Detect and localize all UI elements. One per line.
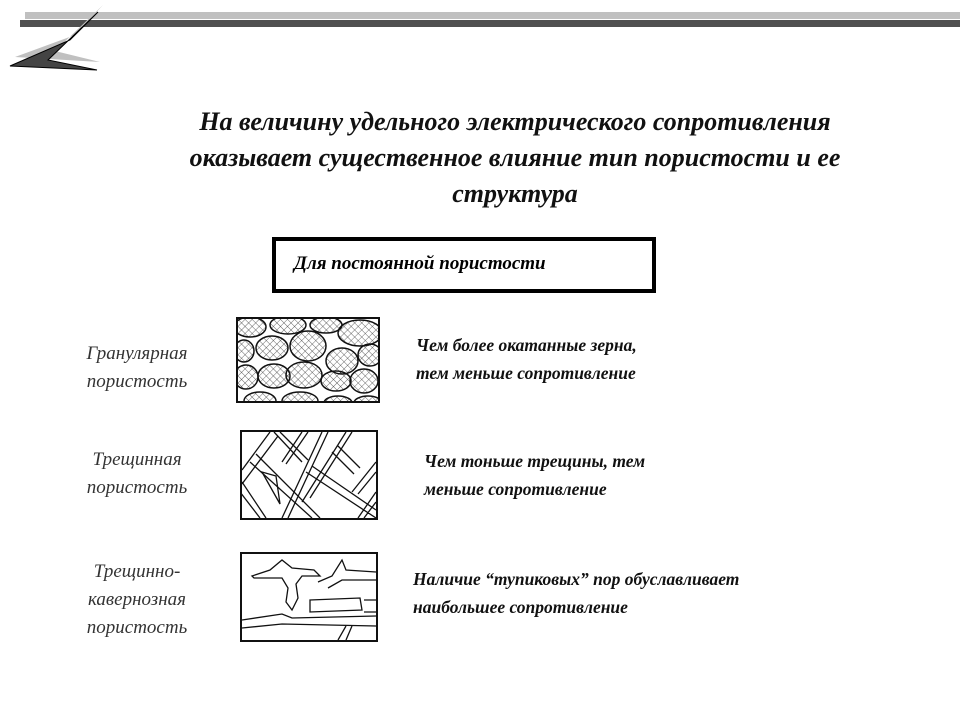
granular-porosity-image <box>236 317 380 403</box>
description-fracture-cavernous: Наличие “тупиковых” пор обуславливает наи… <box>413 565 739 621</box>
text-line: Наличие “тупиковых” пор обуславливает <box>413 569 740 589</box>
arrow-shadow-icon <box>15 5 103 62</box>
text-line: Трещинно- <box>93 561 181 582</box>
label-granular: Гранулярная пористость <box>47 340 227 396</box>
arrow-icon <box>9 11 99 71</box>
text-line: Чем тоньше трещины, тем <box>424 451 646 471</box>
text-line: тем меньше сопротивление <box>416 363 636 383</box>
description-granular: Чем более окатанные зерна, тем меньше соп… <box>416 331 637 387</box>
text-line: Гранулярная <box>86 343 188 364</box>
header-decoration <box>9 5 960 71</box>
title-line: структура <box>452 179 578 208</box>
label-fracture: Трещинная пористость <box>47 446 227 502</box>
text-line: Трещинная <box>92 449 182 470</box>
section-label: Для постоянной пористости <box>294 253 546 274</box>
text-line: пористость <box>86 371 188 392</box>
section-box: Для постоянной пористости <box>272 237 656 293</box>
description-fracture: Чем тоньше трещины, тем меньше сопротивле… <box>424 447 645 503</box>
text-line: пористость <box>86 477 188 498</box>
header-light-bar <box>25 12 960 19</box>
text-line: меньше сопротивление <box>424 479 607 499</box>
text-line: кавернозная <box>88 589 186 610</box>
title-line: оказывает существенное влияние тип порис… <box>189 143 841 172</box>
text-line: наибольшее сопротивление <box>413 597 628 617</box>
fracture-cavernous-porosity-image <box>240 552 378 642</box>
label-fracture-cavernous: Трещинно-кавернозная пористость <box>47 558 227 642</box>
header-dark-bar <box>20 20 960 27</box>
fracture-porosity-image <box>240 430 378 520</box>
text-line: Чем более окатанные зерна, <box>416 335 637 355</box>
text-line: пористость <box>86 617 188 638</box>
title-line: На величину удельного электрического соп… <box>199 107 831 136</box>
slide-title: На величину удельного электрического соп… <box>60 104 960 212</box>
